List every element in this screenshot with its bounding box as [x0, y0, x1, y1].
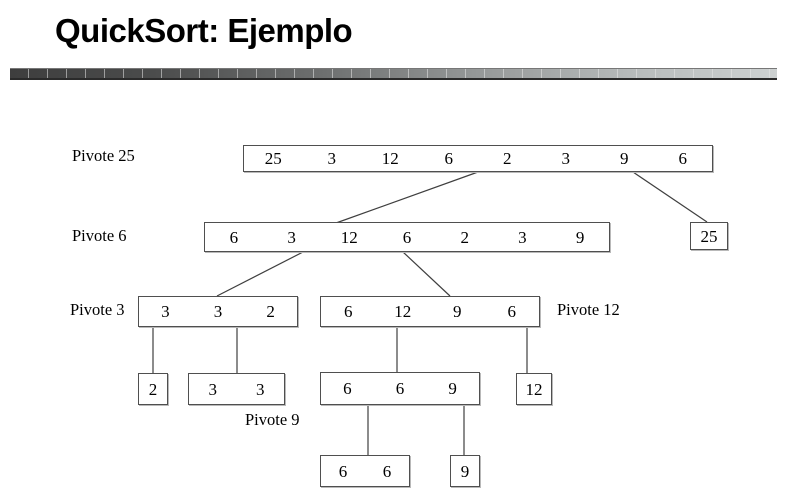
array-cell: 2	[503, 149, 512, 168]
array-cell: 6	[507, 302, 517, 321]
array-cell: 6	[338, 461, 348, 481]
array-cell: 3	[561, 149, 571, 168]
pivot-label-6: Pivote 6	[72, 226, 127, 245]
array-cell: 12	[381, 149, 399, 168]
array-cell: 12	[525, 379, 543, 399]
pivot-label-9: Pivote 9	[245, 410, 300, 429]
array-cell: 12	[340, 227, 358, 247]
array-cell: 12	[394, 302, 412, 321]
array-cell: 3	[208, 379, 218, 399]
array-cell: 9	[453, 302, 462, 321]
array-cell: 6	[343, 379, 352, 398]
array-cell: 6	[382, 461, 392, 481]
array-cell: 3	[287, 227, 296, 247]
connector-root-to-level2	[335, 171, 479, 224]
array-cell: 3	[161, 302, 170, 321]
pivot-label-12: Pivote 12	[557, 300, 620, 319]
connector-level2-to-332	[216, 251, 304, 297]
array-box-9: 9	[450, 455, 480, 487]
array-cell: 25	[700, 226, 718, 246]
array-cell: 3	[518, 227, 527, 247]
array-cell: 2	[460, 227, 469, 247]
array-box-33: 3 3	[188, 373, 285, 405]
array-box-2: 2	[138, 373, 168, 405]
array-cell: 2	[266, 302, 275, 321]
array-cell: 6	[395, 379, 405, 398]
pivot-label-25: Pivote 25	[72, 146, 135, 165]
array-box-66: 6 6	[320, 455, 410, 487]
array-box-root: 25 3 12 6 2 3 9 6	[243, 145, 713, 172]
array-cell: 6	[344, 302, 353, 321]
array-box-669: 6 6 9	[320, 372, 480, 405]
array-cell: 3	[213, 302, 223, 321]
slide-title: QuickSort: Ejemplo	[55, 12, 353, 49]
array-cell: 6	[229, 227, 239, 247]
array-box-332: 3 3 2	[138, 296, 298, 327]
array-box-12: 12	[516, 373, 552, 405]
pivot-label-3: Pivote 3	[70, 300, 125, 319]
array-cell: 2	[148, 379, 158, 399]
array-box-61296: 6 12 9 6	[320, 296, 540, 327]
array-cell: 6	[402, 227, 412, 247]
connector-root-to-25	[632, 171, 708, 223]
array-box-level2: 6 3 12 6 2 3 9	[204, 222, 610, 252]
array-box-25: 25	[690, 222, 728, 250]
array-cell: 9	[620, 149, 629, 168]
array-cell: 9	[448, 379, 457, 398]
array-cell: 3	[327, 149, 337, 168]
array-cell: 3	[256, 379, 265, 399]
title-divider-bar	[10, 68, 777, 80]
connector-level2-to-61296	[402, 251, 451, 297]
array-cell: 6	[678, 149, 688, 168]
array-cell: 9	[575, 227, 585, 247]
array-cell: 9	[460, 461, 470, 481]
array-cell: 25	[264, 149, 282, 168]
array-cell: 6	[444, 149, 454, 168]
